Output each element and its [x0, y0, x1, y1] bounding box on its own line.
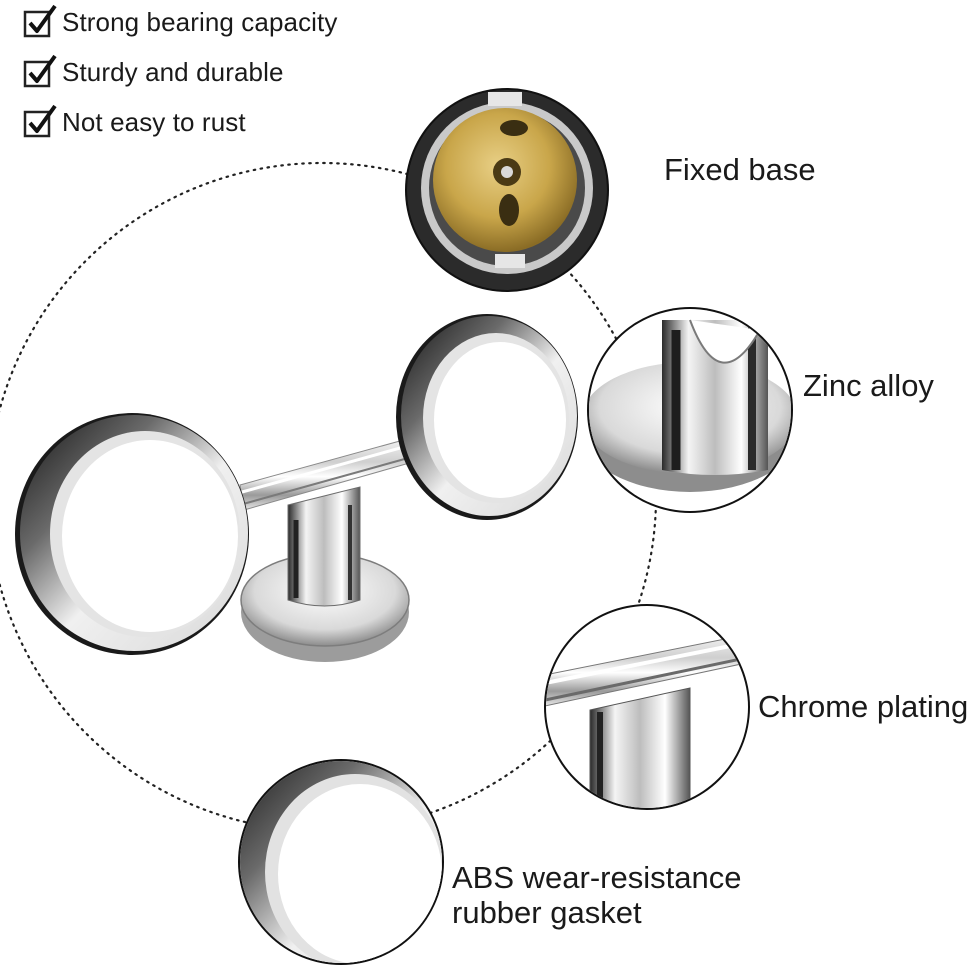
feature-item: Strong bearing capacity	[22, 2, 337, 42]
feature-label: Not easy to rust	[62, 106, 246, 137]
feature-item: Not easy to rust	[22, 102, 246, 142]
screw-slot-top	[500, 120, 528, 136]
callout-zinc-alloy: Zinc alloy	[803, 368, 934, 403]
feature-item: Sturdy and durable	[22, 52, 284, 92]
detail-chrome-plating	[544, 604, 750, 810]
detail-zinc-alloy	[587, 307, 793, 513]
checkbox-checked-icon	[23, 54, 57, 88]
checkbox-checked-icon	[23, 104, 57, 138]
callout-gasket: ABS wear-resistance rubber gasket	[452, 860, 741, 930]
screw-slot-bottom	[499, 194, 519, 226]
feature-label: Strong bearing capacity	[62, 6, 338, 37]
callout-gasket-line2: rubber gasket	[452, 895, 642, 930]
cup-holder-product	[15, 314, 578, 662]
feature-label: Sturdy and durable	[62, 56, 284, 87]
callout-gasket-line1: ABS wear-resistance	[452, 860, 742, 895]
callout-chrome-plating: Chrome plating	[758, 689, 969, 724]
detail-fixed-base	[405, 88, 609, 292]
detail-gasket	[238, 759, 444, 965]
checkbox-checked-icon	[23, 4, 57, 38]
callout-fixed-base: Fixed base	[664, 152, 816, 187]
